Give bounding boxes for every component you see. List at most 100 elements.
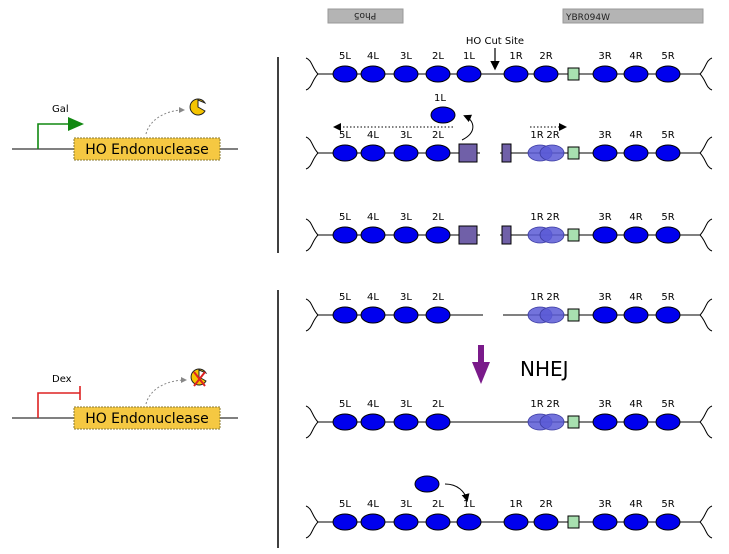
promoter-off-line [37, 392, 80, 418]
ho-gene-label-top: HO Endonuclease [85, 142, 209, 158]
nucleosome-4L [360, 306, 386, 324]
evicted-nucleosome-label-1L: 1L [434, 93, 446, 104]
nucleosome-label-3L: 3L [400, 212, 412, 223]
locus-marker [567, 515, 580, 529]
evicted-nucleosome-1L [430, 106, 456, 124]
nucleosome-label-2L: 2L [432, 499, 444, 510]
nucleosome-3R [592, 226, 618, 244]
nucleosome-label-5L: 5L [339, 499, 351, 510]
cut-end-marker-right [501, 143, 512, 163]
nucleosome-label-5R: 5R [661, 212, 674, 223]
nucleosome-label-3L: 3L [400, 130, 412, 141]
nucleosome-2L [425, 513, 451, 531]
nucleosome-label-1L: 1L [463, 51, 475, 62]
promoter-on-arrow [37, 123, 70, 149]
nucleosome-label-3L: 3L [400, 499, 412, 510]
nucleosome-label-4L: 4L [367, 130, 379, 141]
locus-marker [567, 415, 580, 429]
nucleosome-label-4R: 4R [629, 499, 642, 510]
nucleosome-label-1R: 1R [530, 399, 543, 410]
nucleosome-3L [393, 306, 419, 324]
nucleosome-3L [393, 65, 419, 83]
eviction-arrow [461, 114, 474, 141]
locus-marker [567, 308, 580, 322]
nucleosome-3R [592, 306, 618, 324]
nucleosome-3L [393, 413, 419, 431]
nucleosome-label-4R: 4R [629, 130, 642, 141]
nucleosome-3R [592, 144, 618, 162]
nucleosome-label-2R: 2R [546, 399, 559, 410]
nucleosome-4L [360, 65, 386, 83]
nucleosome-label-1R: 1R [530, 130, 543, 141]
nucleosome-3L [393, 513, 419, 531]
nucleosome-4L [360, 413, 386, 431]
cut-site-label: HO Cut Site [466, 36, 524, 47]
nucleosome-label-5L: 5L [339, 399, 351, 410]
nucleosome-2L [425, 306, 451, 324]
nucleosome-5L [332, 513, 358, 531]
nucleosome-label-3L: 3L [400, 51, 412, 62]
nucleosome-5R [655, 65, 681, 83]
nucleosome-2L [425, 144, 451, 162]
nucleosome-label-5L: 5L [339, 212, 351, 223]
gene-header-left: Pho5 [327, 8, 404, 24]
nucleosome-label-2R: 2R [546, 212, 559, 223]
nucleosome-label-4R: 4R [629, 51, 642, 62]
nucleosome-3L [393, 144, 419, 162]
returning-nucleosome [414, 475, 440, 493]
nucleosome-5R [655, 144, 681, 162]
nucleosome-2R [533, 513, 559, 531]
nucleosome-label-1L: 1L [463, 499, 475, 510]
nucleosome-label-3R: 3R [598, 499, 611, 510]
nucleosome-label-1R: 1R [530, 212, 543, 223]
nucleosome-label-1R: 1R [530, 292, 543, 303]
nucleosome-4R [623, 306, 649, 324]
nucleosome-label-5R: 5R [661, 292, 674, 303]
cut-end-marker-left [458, 143, 478, 163]
nucleosome-4L [360, 226, 386, 244]
nucleosome-label-3R: 3R [598, 51, 611, 62]
nucleosome-4R [623, 513, 649, 531]
nucleosome-label-5L: 5L [339, 292, 351, 303]
nucleosome-label-2R: 2R [546, 130, 559, 141]
nucleosome-3R [592, 65, 618, 83]
nucleosome-label-2L: 2L [432, 130, 444, 141]
nucleosome-label-3R: 3R [598, 212, 611, 223]
nucleosome-label-4R: 4R [629, 292, 642, 303]
nucleosome-label-2L: 2L [432, 51, 444, 62]
repair-step: NHEJ [472, 345, 569, 384]
nucleosome-4L [360, 513, 386, 531]
nucleosome-label-1R: 1R [509, 499, 522, 510]
nucleosome-5L [332, 144, 358, 162]
gal-label: Gal [52, 104, 69, 115]
nucleosome-label-1R: 1R [509, 51, 522, 62]
nucleosome-4L [360, 144, 386, 162]
nucleosome-label-5R: 5R [661, 499, 674, 510]
ho-enzyme-inhibited-icon [190, 368, 208, 387]
nucleosome-label-2R: 2R [539, 499, 552, 510]
nucleosome-2R [539, 306, 565, 324]
nucleosome-2R [533, 65, 559, 83]
nucleosome-2R [539, 144, 565, 162]
dex-repression-construct: Dex HO Endonuclease [12, 368, 238, 430]
gal-induction-construct: Gal HO Endonuclease [12, 98, 238, 161]
locus-marker [567, 67, 580, 81]
expression-arrow-bottom [145, 377, 187, 405]
nucleosome-1R [503, 513, 529, 531]
ho-gene-box-bottom [73, 406, 221, 430]
gene-label-pho5: Pho5 [354, 10, 376, 20]
nucleosome-label-3R: 3R [598, 130, 611, 141]
nucleosome-label-4L: 4L [367, 292, 379, 303]
nucleosome-label-5L: 5L [339, 51, 351, 62]
nucleosome-label-5L: 5L [339, 130, 351, 141]
nucleosome-label-3L: 3L [400, 399, 412, 410]
nucleosome-5L [332, 413, 358, 431]
nucleosome-5R [655, 226, 681, 244]
nucleosome-5L [332, 65, 358, 83]
